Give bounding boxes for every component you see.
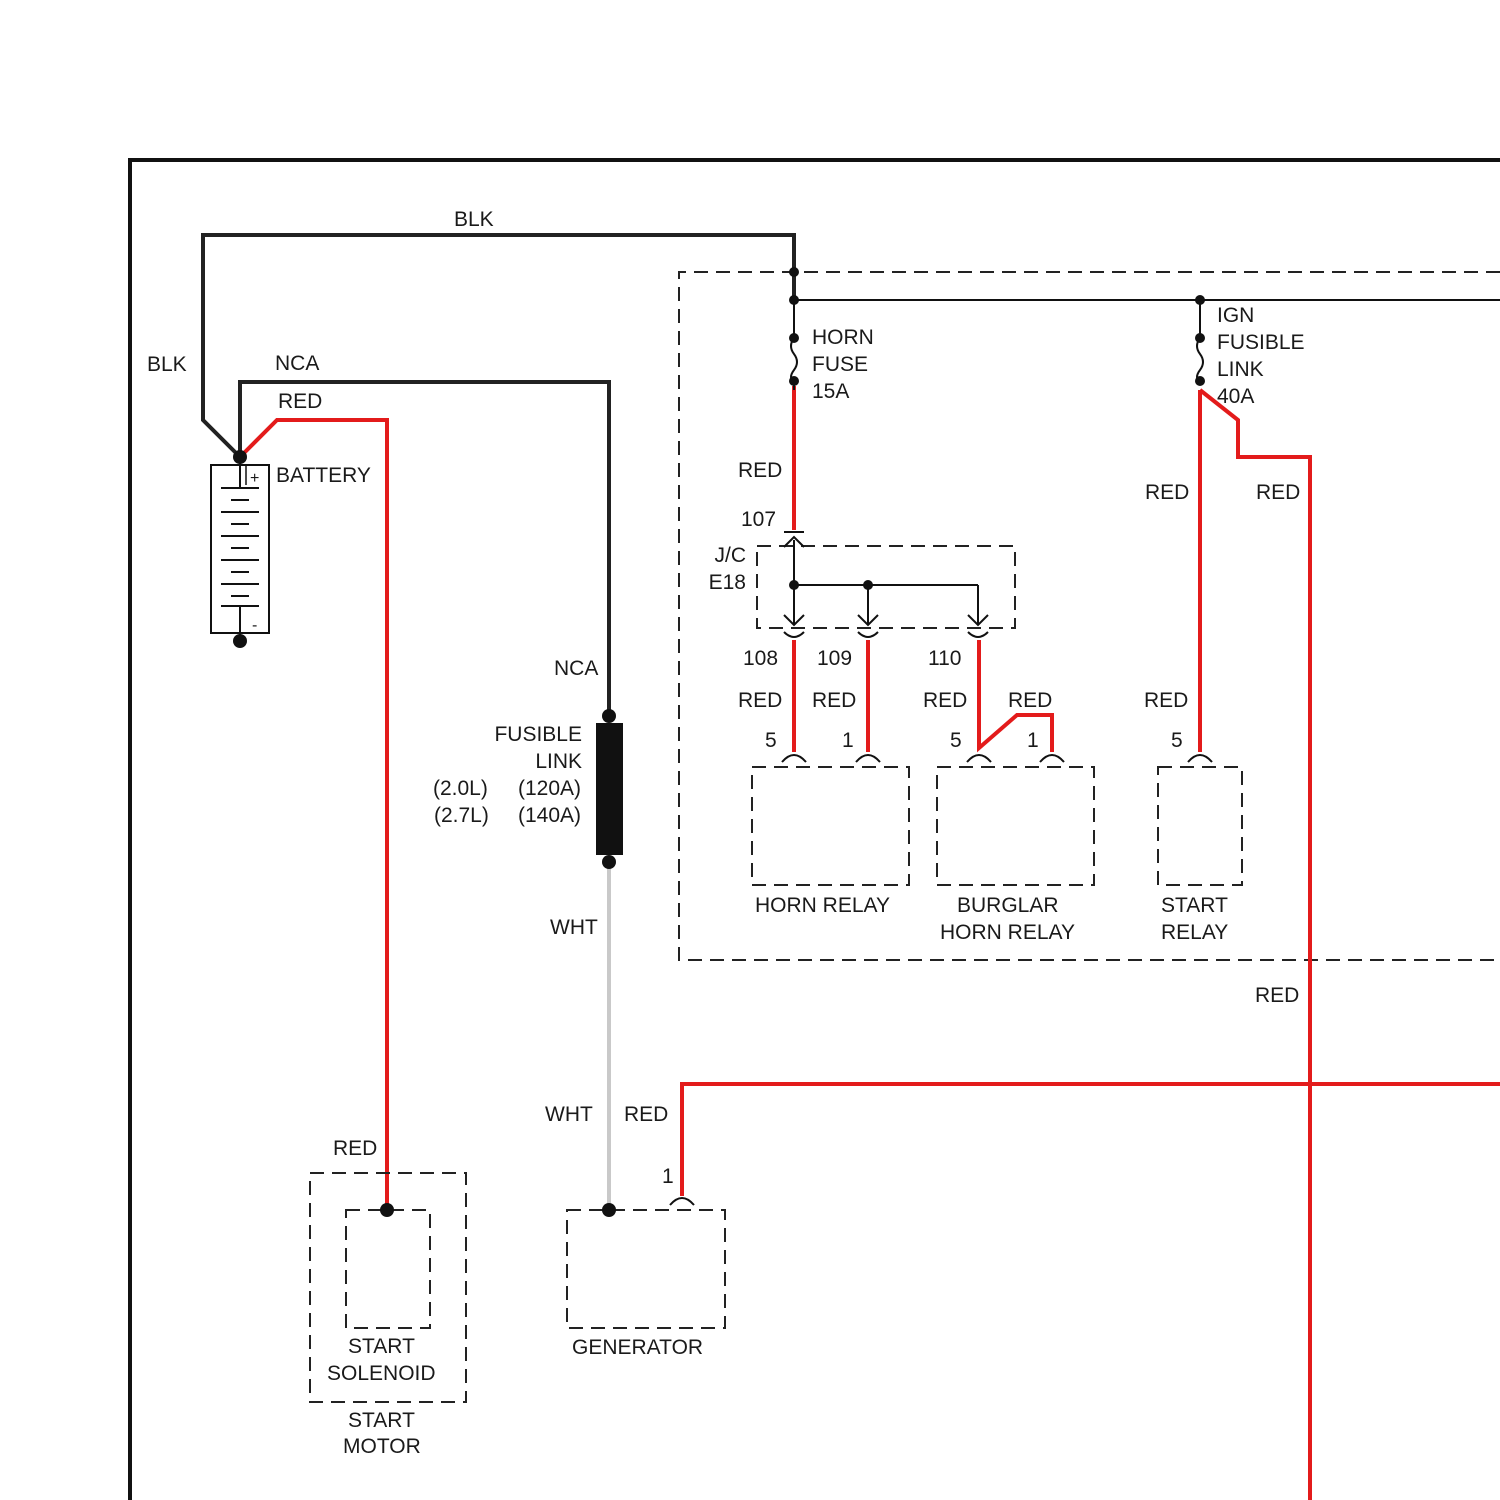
junction-connector-label: J/C: [715, 544, 747, 567]
blk-ground-wire: [203, 235, 794, 457]
start-solenoid-label: SOLENOID: [327, 1362, 436, 1385]
start-solenoid-box: [346, 1210, 430, 1328]
wire-label: RED: [738, 689, 782, 712]
horn-relay-pin1-icon: [856, 755, 880, 762]
wire-label: RED: [1255, 984, 1299, 1007]
pin-number: 5: [1171, 729, 1183, 752]
splice-dot: [789, 580, 799, 590]
splice-dot: [1195, 333, 1205, 343]
wire-label: RED: [738, 459, 782, 482]
fusible-link-icon: [596, 723, 623, 855]
burglar-horn-relay-label: BURGLAR: [957, 894, 1059, 917]
generator-terminal: [602, 1203, 616, 1217]
ign-fusible-link-label: LINK: [1217, 358, 1264, 381]
generator-box: [567, 1210, 725, 1328]
wire-label: RED: [333, 1137, 377, 1160]
wire-label: RED: [624, 1103, 668, 1126]
splice-dot: [863, 580, 873, 590]
fusible-link-rating: (120A): [518, 777, 581, 800]
battery-plus-sign: +: [250, 470, 259, 487]
wire-label: RED: [278, 390, 322, 413]
pin-number: 1: [1027, 729, 1039, 752]
solenoid-terminal: [380, 1203, 394, 1217]
pin-number: 1: [842, 729, 854, 752]
splice-dot: [789, 295, 799, 305]
red-ign-trunk-wire: [1200, 390, 1310, 1500]
pin-number: 110: [928, 647, 961, 670]
wire-label: NCA: [554, 657, 598, 680]
red-generator-wire: [682, 1084, 1500, 1196]
junction-connector-label: E18: [709, 571, 746, 594]
burglar-relay-pin5-icon: [967, 755, 991, 762]
junction-connector-internals: [794, 540, 978, 625]
splice-dot: [789, 267, 799, 277]
wire-label: WHT: [550, 916, 598, 939]
wire-label: RED: [923, 689, 967, 712]
wire-label: RED: [1144, 689, 1188, 712]
horn-fuse-label: HORN: [812, 326, 874, 349]
wire-label: RED: [812, 689, 856, 712]
pin-number: 109: [817, 647, 852, 670]
battery-positive-terminal: [233, 450, 247, 464]
generator-label: GENERATOR: [572, 1336, 703, 1359]
horn-fuse-label: FUSE: [812, 353, 868, 376]
splice-dot: [1195, 295, 1205, 305]
wire-label: NCA: [275, 352, 319, 375]
generator-pin1-icon: [670, 1198, 694, 1205]
horn-relay-pin5-icon: [782, 755, 806, 762]
ign-fusible-link-label: IGN: [1217, 304, 1254, 327]
horn-fuse-label: 15A: [812, 380, 849, 403]
pin-number: 5: [765, 729, 777, 752]
fusible-link-rating: (140A): [518, 804, 581, 827]
wire-label: RED: [1145, 481, 1189, 504]
battery-label: BATTERY: [276, 464, 371, 487]
pin-number: 108: [743, 647, 778, 670]
fusible-link-terminal: [602, 709, 616, 723]
start-motor-label: MOTOR: [343, 1435, 421, 1458]
burglar-horn-relay-box: [937, 767, 1094, 885]
pin-number: 107: [741, 508, 776, 531]
battery-icon: [211, 457, 269, 640]
start-relay-label: RELAY: [1161, 921, 1228, 944]
burglar-relay-pin1-icon: [1040, 755, 1064, 762]
start-relay-label: START: [1161, 894, 1228, 917]
start-solenoid-label: START: [348, 1335, 415, 1358]
ign-fusible-link-label: FUSIBLE: [1217, 331, 1305, 354]
horn-relay-label: HORN RELAY: [755, 894, 890, 917]
pin-number: 5: [950, 729, 962, 752]
start-relay-pin5-icon: [1188, 755, 1212, 762]
fusible-link-rating: (2.7L): [434, 804, 489, 827]
ign-fusible-link-label: 40A: [1217, 385, 1254, 408]
horn-relay-box: [752, 767, 909, 885]
splice-dot: [1195, 376, 1205, 386]
fusible-link-label: LINK: [535, 750, 582, 773]
wire-label: RED: [1008, 689, 1052, 712]
fusible-link-rating: (2.0L): [433, 777, 488, 800]
wire-label: BLK: [454, 208, 494, 231]
red-battery-solenoid-wire: [240, 420, 387, 1210]
splice-dot: [789, 333, 799, 343]
battery-minus-sign: -: [252, 617, 257, 634]
start-motor-label: START: [348, 1409, 415, 1432]
fusible-link-label: FUSIBLE: [494, 723, 582, 746]
pin-number: 1: [662, 1165, 674, 1188]
splice-dot: [789, 376, 799, 386]
burglar-horn-relay-label: HORN RELAY: [940, 921, 1075, 944]
fusible-link-terminal: [602, 855, 616, 869]
start-relay-box: [1158, 767, 1242, 885]
battery-negative-terminal: [233, 634, 247, 648]
wire-label: RED: [1256, 481, 1300, 504]
wire-label: WHT: [545, 1103, 593, 1126]
wire-label: BLK: [147, 353, 187, 376]
